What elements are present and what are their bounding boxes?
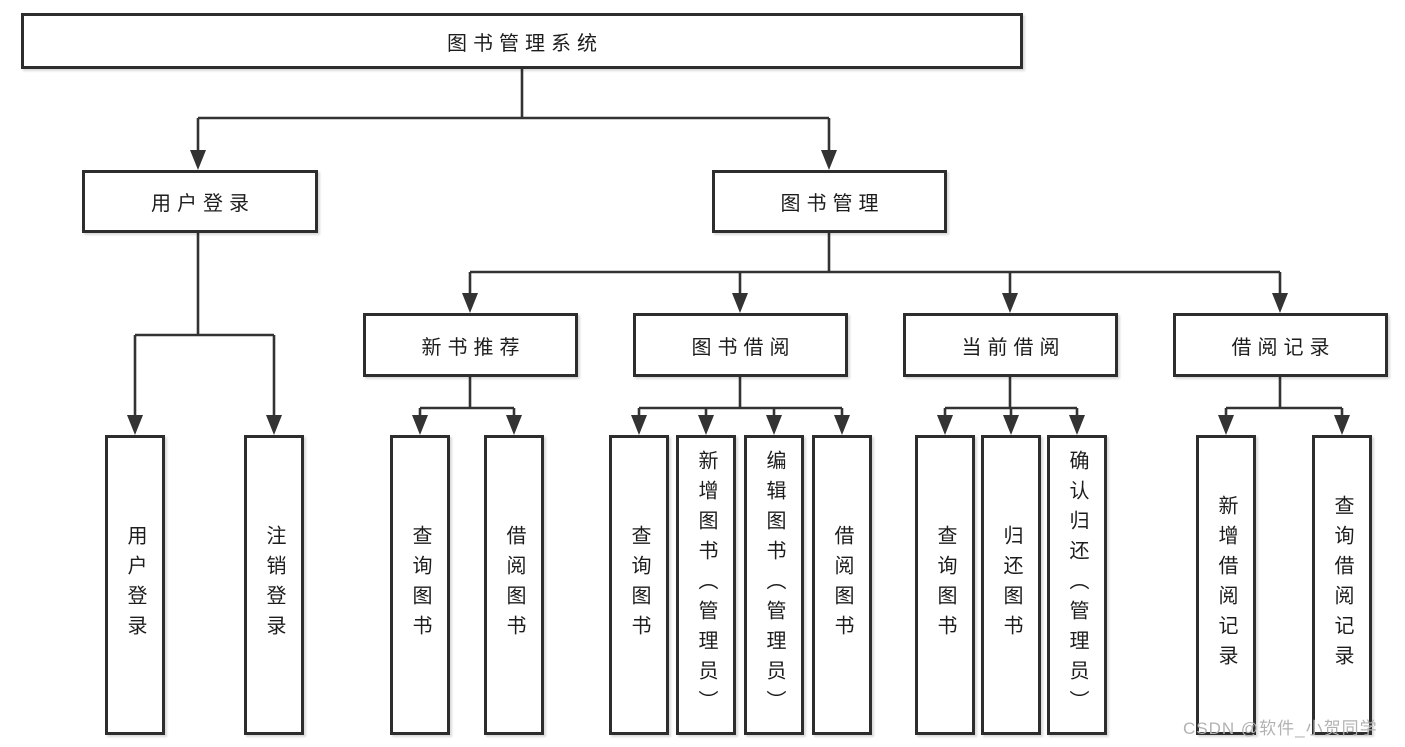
leaf-query-books-current: 查询图书 [915, 435, 975, 735]
node-borrow-records: 借阅记录 [1173, 313, 1388, 377]
arrowhead-group [127, 150, 1350, 435]
leaf-query-books-borrow: 查询图书 [609, 435, 669, 735]
leaf-user-login: 用户登录 [105, 435, 165, 735]
node-root: 图书管理系统 [21, 13, 1023, 69]
node-book-borrow: 图书借阅 [633, 313, 848, 377]
leaf-borrow-books: 借阅图书 [812, 435, 872, 735]
leaf-confirm-return-admin: 确认归还（管理员） [1047, 435, 1107, 735]
leaf-query-borrow-record: 查询借阅记录 [1312, 435, 1372, 735]
watermark: CSDN @软件_小贺同学 [1183, 719, 1378, 738]
leaf-borrow-books-recommend: 借阅图书 [484, 435, 544, 735]
leaf-logout: 注销登录 [244, 435, 304, 735]
leaf-add-borrow-record: 新增借阅记录 [1196, 435, 1256, 735]
node-current-borrow: 当前借阅 [903, 313, 1118, 377]
leaf-edit-book-admin: 编辑图书（管理员） [744, 435, 804, 735]
leaf-add-book-admin: 新增图书（管理员） [676, 435, 736, 735]
node-new-book-recommend: 新书推荐 [363, 313, 578, 377]
node-book-management: 图书管理 [712, 170, 947, 233]
leaf-return-books: 归还图书 [981, 435, 1041, 735]
node-user-login-branch: 用户登录 [82, 170, 318, 233]
leaf-query-books-recommend: 查询图书 [390, 435, 450, 735]
